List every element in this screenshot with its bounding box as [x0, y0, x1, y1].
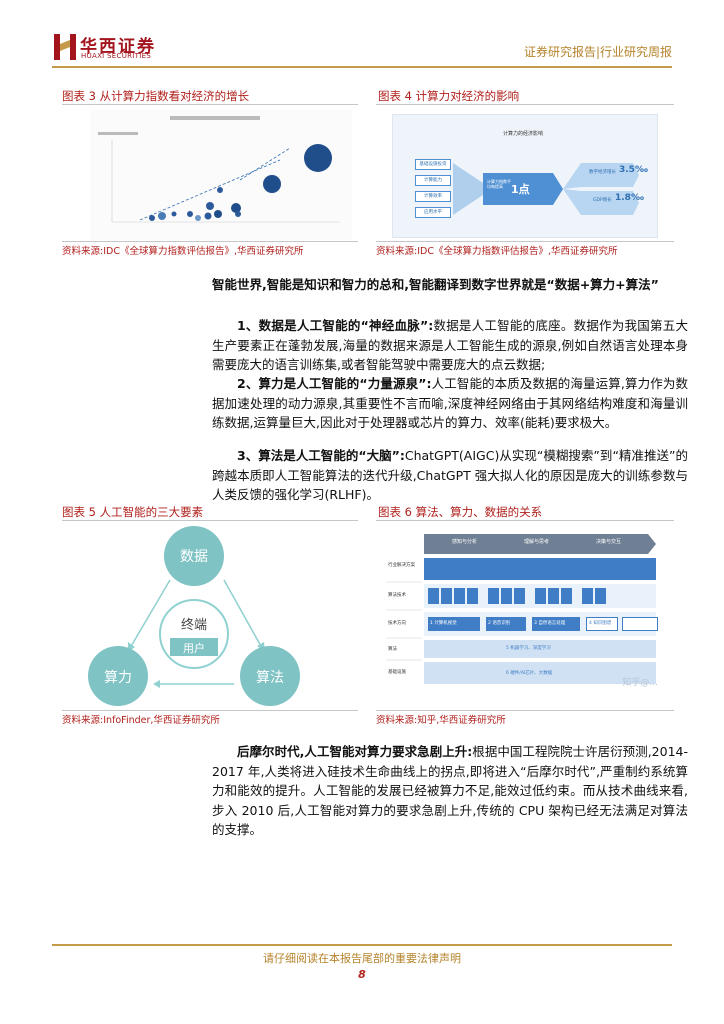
figure-4-inner-title: 计算力的经济影响 [503, 131, 544, 137]
phase-label: 决策与交互 [596, 539, 622, 545]
company-name-cn: 华西证券 [80, 37, 156, 57]
figure-4-bottom-rule [376, 241, 674, 242]
huaxi-logo-icon [54, 34, 76, 60]
node-algorithm: 算法 [256, 670, 284, 686]
figure-6-title: 图表 6 算法、算力、数据的关系 [378, 505, 543, 519]
figure-3-image [90, 110, 352, 240]
figure-3-title-rule [62, 104, 358, 105]
figure-4-right-label: 数字经济增长 [589, 170, 616, 175]
step-box: 5 机器学习、深度学习 [506, 646, 551, 651]
step-box: 6 硬件/AI芯片、大数据 [506, 671, 553, 676]
node-compute: 算力 [104, 670, 132, 686]
figure-6-title-rule [376, 520, 674, 521]
paragraph-4-lead: 后摩尔时代,人工智能对算力要求急剧上升: [237, 744, 473, 759]
paragraph-2-lead: 2、算力是人工智能的“力量源泉”: [237, 376, 432, 391]
paragraph-2: 2、算力是人工智能的“力量源泉”:人工智能的本质及数据的海量运算,算力作为数据加… [212, 374, 688, 433]
figure-4-title-rule [376, 104, 674, 105]
phase-label: 感知与分析 [452, 539, 478, 545]
header-divider [52, 66, 672, 68]
footer-divider [52, 944, 672, 946]
step-box: 3 自然语言处理 [532, 617, 580, 631]
figure-4-image: 计算力的经济影响 基础设施投资 计算能力 计算效率 应用水平 计算力指数平均每提… [392, 114, 658, 238]
intro-text: 智能世界,智能是知识和智力的总和,智能翻译到数字世界就是“数据+算力+算法” [212, 277, 659, 292]
figure-4-source: 资料来源:IDC《全球算力指数评估报告》,华西证券研究所 [376, 246, 618, 257]
figure-4-title: 图表 4 计算力对经济的影响 [378, 89, 520, 103]
row-label: 基础设施 [388, 670, 406, 675]
algorithm-cells [428, 588, 606, 604]
figure-3-source: 资料来源:IDC《全球算力指数评估报告》,华西证券研究所 [62, 246, 304, 257]
figure-5-bottom-rule [62, 710, 358, 711]
figure-4-left-item: 应用水平 [415, 207, 451, 218]
row-label: 行业解决方案 [388, 563, 415, 568]
node-terminal: 终端 [180, 618, 207, 633]
paragraph-4: 后摩尔时代,人工智能对算力要求急剧上升:根据中国工程院院士许居衍预测,2014-… [212, 742, 688, 840]
step-box: 4 知识图谱 [586, 617, 618, 631]
figure-5-title: 图表 5 人工智能的三大要素 [62, 505, 204, 519]
figure-6-watermark: 知乎@... [622, 678, 658, 688]
phase-label: 理解与思考 [524, 539, 550, 545]
node-user: 用户 [183, 642, 205, 655]
paragraph-2-text: 人工智能的本质及数据的海量运算,算力作为数据加速处理的动力源泉,其重要性不言而喻… [212, 376, 688, 430]
step-box: 2 语音识别 [486, 617, 526, 631]
paragraph-3: 3、算法是人工智能的“大脑”:ChatGPT(AIGC)从实现“模糊搜索”到“精… [212, 446, 688, 505]
figure-6-diagram: 感知与分析 理解与思考 决策与交互 行业解决方案 算法技术 技术方向 算法 基础… [386, 530, 662, 690]
intro-paragraph: 智能世界,智能是知识和智力的总和,智能翻译到数字世界就是“数据+算力+算法” [212, 275, 688, 295]
report-type: 证券研究报告|行业研究周报 [523, 45, 672, 59]
figure-4-left-item: 计算效率 [415, 191, 451, 202]
figure-4-left-item: 计算能力 [415, 175, 451, 186]
paragraph-1: 1、数据是人工智能的“神经血脉”:数据是人工智能的底座。数据作为我国第五大生产要… [212, 316, 688, 375]
legal-disclaimer-link: 请仔细阅读在本报告尾部的重要法律声明 [263, 952, 461, 965]
step-box: 1 计算机视觉 [428, 617, 480, 631]
figure-4-right-value: 1.8‰ [615, 193, 644, 203]
figure-4-left-item: 基础设施投资 [415, 159, 451, 170]
figure-3-bottom-rule [62, 241, 358, 242]
row-label: 算法 [388, 647, 397, 652]
figure-4-center-text: 计算力指数平均每提高 [487, 179, 511, 189]
row-label: 技术方向 [388, 621, 406, 626]
paragraph-1-text: 数据是人工智能的底座。数据作为我国第五大生产要素正在蓬勃发展,海量的数据来源是人… [212, 318, 688, 372]
figure-5-title-rule [62, 520, 358, 521]
paragraph-3-lead: 3、算法是人工智能的“大脑”: [237, 448, 405, 463]
node-data: 数据 [180, 549, 208, 565]
figure-6-source: 资料来源:知乎,华西证券研究所 [376, 715, 506, 726]
figure-4-center-value: 1点 [511, 183, 530, 196]
page-number: 8 [358, 968, 366, 981]
step-box [622, 617, 658, 631]
row-label: 算法技术 [388, 593, 406, 598]
figure-3-title: 图表 3 从计算力指数看对经济的增长 [62, 89, 250, 103]
paragraph-1-lead: 1、数据是人工智能的“神经血脉”: [237, 318, 434, 333]
company-name-en: HUAXI SECURITIES [81, 52, 152, 60]
paragraph-3-text: ChatGPT(AIGC)从实现“模糊搜索”到“精准推送”的跨越本质即人工智能算… [212, 448, 688, 502]
paragraph-4-text: 根据中国工程院院士许居衍预测,2014-2017 年,人类将进入硅技术生命曲线上… [212, 744, 688, 837]
figure-6-bottom-rule [376, 710, 674, 711]
figure-5-source: 资料来源:InfoFinder,华西证券研究所 [62, 715, 220, 726]
figure-5-diagram: 数据 算力 算法 终端 用户 [84, 524, 320, 708]
figure-4-right-value: 3.5‰ [619, 165, 648, 175]
figure-4-right-label: GDP增长 [593, 198, 612, 203]
